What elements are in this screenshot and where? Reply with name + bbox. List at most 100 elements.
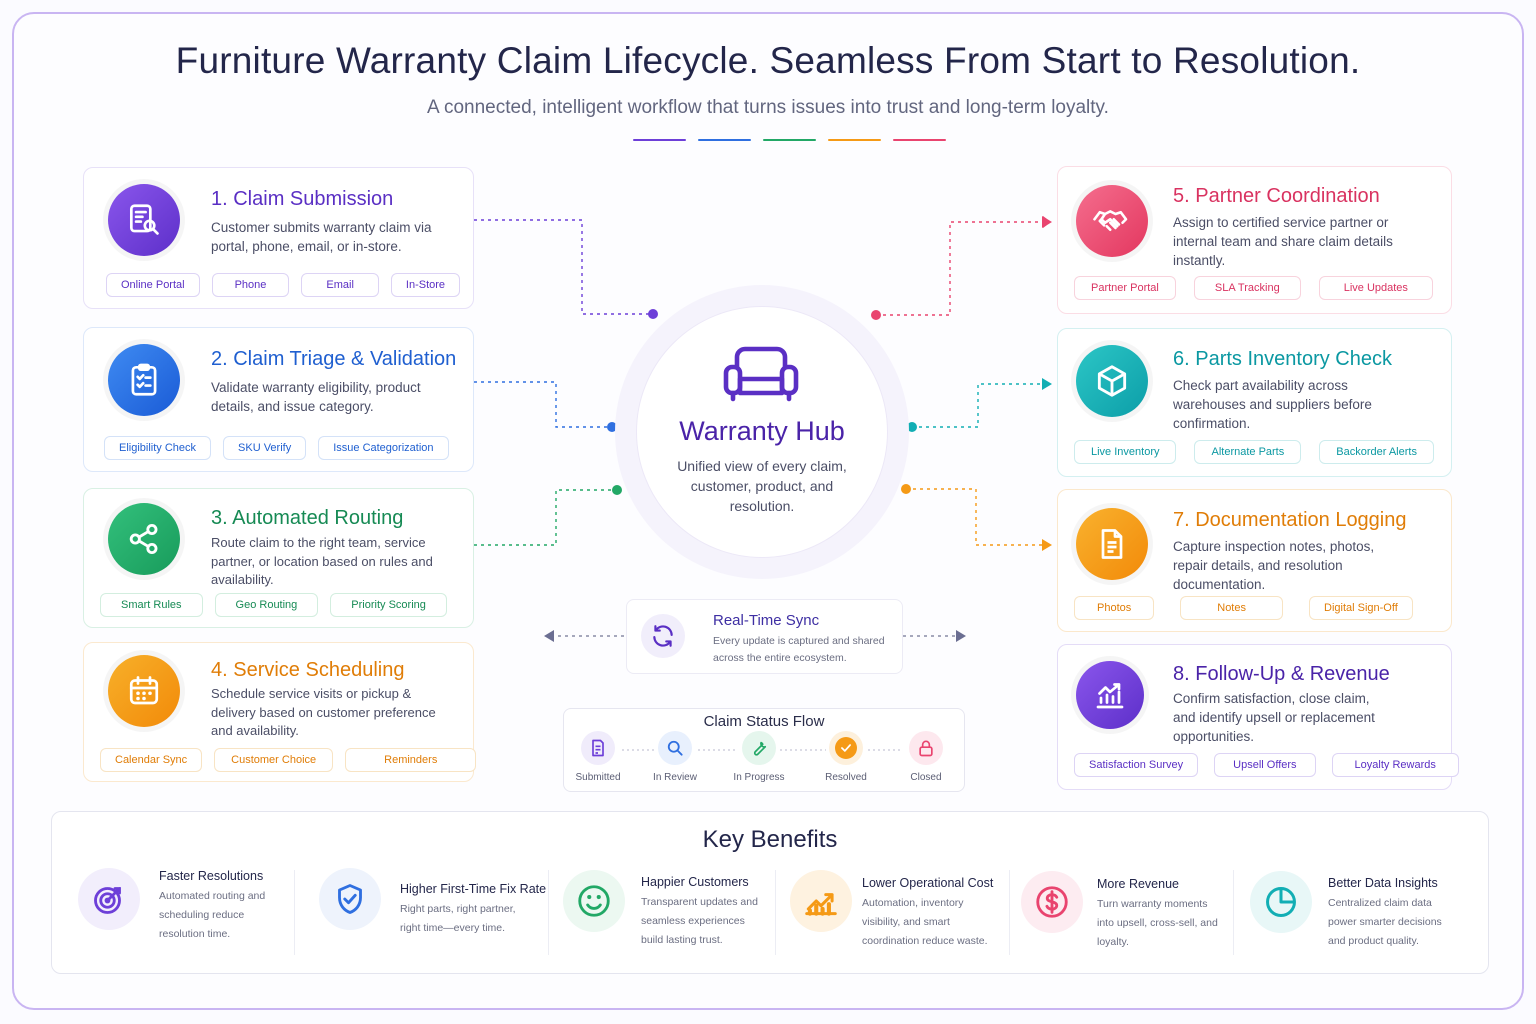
sync-description: Every update is captured and shared acro…: [713, 635, 885, 664]
tag-reminders[interactable]: Reminders: [345, 748, 477, 772]
status-label: Submitted: [575, 772, 621, 783]
status-step-resolved[interactable]: Resolved: [806, 731, 886, 783]
share-nodes-icon: [108, 503, 180, 575]
benefit-divider: [1233, 870, 1234, 955]
accent-line-orange: [828, 139, 881, 141]
step-card-service-scheduling[interactable]: 4. Service Scheduling Schedule service v…: [83, 642, 477, 782]
tag-backorder-alerts[interactable]: Backorder Alerts: [1319, 440, 1434, 464]
benefit-description: Turn warranty moments into upsell, cross…: [1097, 898, 1218, 948]
status-step-in-review[interactable]: In Review: [635, 731, 715, 783]
step-description: Validate warranty eligibility, product d…: [211, 380, 421, 414]
key-benefits-panel: [51, 811, 1489, 974]
accent-line-green: [763, 139, 816, 141]
step-description: Capture inspection notes, photos, repair…: [1173, 539, 1375, 592]
status-step-closed[interactable]: Closed: [886, 731, 966, 783]
benefit-divider: [548, 870, 549, 955]
tag-in-store[interactable]: In-Store: [390, 273, 461, 297]
tag-photos[interactable]: Photos: [1074, 596, 1155, 620]
check-icon: [829, 731, 863, 765]
tag-list: Satisfaction Survey Upsell Offers Loyalt…: [1074, 753, 1459, 777]
step-title: 2. Claim Triage & Validation: [211, 348, 457, 370]
step-title: 8. Follow-Up & Revenue: [1173, 663, 1390, 685]
dollar-icon: [1021, 871, 1083, 933]
page-title: Furniture Warranty Claim Lifecycle. Seam…: [175, 40, 1361, 81]
status-step-in-progress[interactable]: In Progress: [719, 731, 799, 783]
tag-online-portal[interactable]: Online Portal: [106, 273, 200, 297]
benefit-description: Automation, inventory visibility, and sm…: [862, 897, 988, 947]
benefit-title: Higher First-Time Fix Rate: [400, 882, 547, 896]
benefit-divider: [294, 870, 295, 955]
lock-icon: [909, 731, 943, 765]
step-card-claim-submission[interactable]: 1. Claim Submission Customer submits war…: [83, 167, 474, 309]
tag-list: Smart Rules Geo Routing Priority Scoring: [100, 593, 447, 617]
hub-description: Unified view of every claim, customer, p…: [677, 458, 847, 514]
tag-loyalty-rewards[interactable]: Loyalty Rewards: [1331, 753, 1459, 777]
tag-upsell-offers[interactable]: Upsell Offers: [1214, 753, 1316, 777]
tag-satisfaction-survey[interactable]: Satisfaction Survey: [1074, 753, 1199, 777]
status-step-submitted[interactable]: Submitted: [558, 731, 638, 783]
benefit-description: Right parts, right partner, right time—e…: [400, 903, 516, 934]
tag-geo-routing[interactable]: Geo Routing: [214, 593, 319, 617]
target-icon: [78, 868, 140, 930]
tag-eligibility-check[interactable]: Eligibility Check: [104, 436, 212, 460]
tag-email[interactable]: Email: [301, 273, 379, 297]
step-card-documentation-logging[interactable]: 7. Documentation Logging Capture inspect…: [1057, 489, 1452, 632]
step-card-partner-coordination[interactable]: 5. Partner Coordination Assign to certif…: [1057, 166, 1452, 314]
step-card-claim-triage[interactable]: 2. Claim Triage & Validation Validate wa…: [83, 327, 474, 472]
page-subtitle: A connected, intelligent workflow that t…: [427, 97, 1109, 118]
tag-live-inventory[interactable]: Live Inventory: [1074, 440, 1177, 464]
benefit-title: Better Data Insights: [1328, 876, 1438, 890]
shield-check-icon: [319, 868, 381, 930]
refresh-icon: [641, 614, 685, 658]
accent-line-pink: [893, 139, 946, 141]
tag-notes[interactable]: Notes: [1180, 596, 1283, 620]
benefit-title: Lower Operational Cost: [862, 876, 994, 890]
tag-live-updates[interactable]: Live Updates: [1318, 276, 1433, 300]
step-card-follow-up-revenue[interactable]: 8. Follow-Up & Revenue Confirm satisfact…: [1057, 644, 1459, 790]
tag-sku-verify[interactable]: SKU Verify: [223, 436, 307, 460]
tag-calendar-sync[interactable]: Calendar Sync: [100, 748, 203, 772]
tag-alternate-parts[interactable]: Alternate Parts: [1194, 440, 1302, 464]
benefit-description: Centralized claim data power smarter dec…: [1328, 897, 1442, 947]
hub-title: Warranty Hub: [679, 416, 845, 446]
benefits-title: Key Benefits: [702, 826, 838, 853]
tag-phone[interactable]: Phone: [211, 273, 290, 297]
step-description: Confirm satisfaction, close claim, and i…: [1173, 691, 1375, 744]
step-card-automated-routing[interactable]: 3. Automated Routing Route claim to the …: [83, 488, 474, 628]
sync-title: Real-Time Sync: [713, 612, 820, 629]
status-flow-title: Claim Status Flow: [703, 713, 825, 730]
status-label: In Review: [653, 772, 697, 783]
status-label: Resolved: [825, 772, 867, 783]
document-icon: [1076, 508, 1148, 580]
tag-issue-categorization[interactable]: Issue Categorization: [318, 436, 449, 460]
chart-up-icon: [1076, 661, 1144, 729]
step-description: Schedule service visits or pickup & deli…: [211, 686, 436, 738]
tag-list: Partner Portal SLA Tracking Live Updates: [1074, 276, 1433, 300]
tag-list: Online Portal Phone Email In-Store: [104, 273, 461, 297]
tag-sla-tracking[interactable]: SLA Tracking: [1193, 276, 1301, 300]
step-title: 1. Claim Submission: [211, 188, 394, 210]
step-description: Assign to certified service partner or i…: [1173, 215, 1393, 268]
pie-chart-icon: [1250, 871, 1312, 933]
step-card-parts-inventory[interactable]: 6. Parts Inventory Check Check part avai…: [1057, 328, 1452, 477]
benefit-description: Transparent updates and seamless experie…: [641, 896, 758, 946]
step-description: Route claim to the right team, service p…: [211, 535, 433, 587]
benefit-title: Happier Customers: [641, 875, 749, 889]
sofa-icon: [723, 346, 799, 402]
benefit-description: Automated routing and scheduling reduce …: [159, 890, 266, 940]
tag-partner-portal[interactable]: Partner Portal: [1074, 276, 1176, 300]
tag-list: Calendar Sync Customer Choice Reminders: [100, 748, 477, 772]
clipboard-check-icon: [108, 344, 180, 416]
tag-digital-sign-off[interactable]: Digital Sign-Off: [1309, 596, 1413, 620]
tag-priority-scoring[interactable]: Priority Scoring: [330, 593, 447, 617]
benefit-title: Faster Resolutions: [159, 869, 264, 883]
wrench-icon: [742, 731, 776, 765]
calendar-icon: [108, 655, 180, 727]
tag-smart-rules[interactable]: Smart Rules: [100, 593, 203, 617]
tag-customer-choice[interactable]: Customer Choice: [214, 748, 334, 772]
step-title: 5. Partner Coordination: [1173, 185, 1380, 207]
benefit-title: More Revenue: [1097, 877, 1179, 891]
step-title: 3. Automated Routing: [211, 507, 404, 529]
step-title: 6. Parts Inventory Check: [1173, 348, 1392, 370]
